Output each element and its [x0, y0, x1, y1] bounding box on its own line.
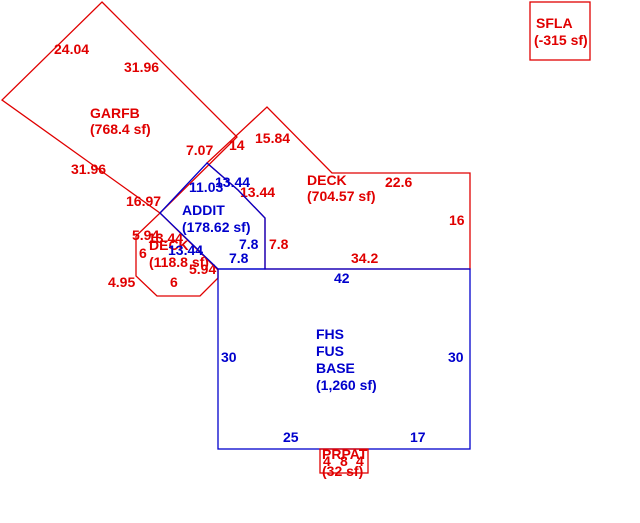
fhs-title-line3: BASE: [316, 360, 355, 376]
deck-main-dim: 16: [449, 212, 465, 228]
addit-dim: 11.03: [189, 179, 223, 195]
garfb-dim: 24.04: [54, 41, 89, 57]
prpat-dim: 4: [323, 453, 331, 469]
prpat-dim: 4: [356, 453, 364, 469]
deck-main-dim: 13.44: [240, 184, 275, 200]
fhs-dim: 30: [221, 349, 237, 365]
sfla-area: (-315 sf): [534, 32, 588, 48]
fhs-area: (1,260 sf): [316, 377, 377, 393]
sfla-outline: [529, 1, 591, 61]
deck-main-title: DECK: [307, 172, 347, 188]
fhs-dim: 25: [283, 429, 299, 445]
addit-title: ADDIT: [182, 202, 225, 218]
deck-main-dim: 34.2: [351, 250, 378, 266]
addit-dim: 13.44: [215, 174, 250, 190]
fhs-title-line1: FHS: [316, 326, 344, 342]
garfb-dim: 14: [229, 137, 245, 153]
deck-small-dim: 5.94: [189, 261, 216, 277]
deck-main-dim: 15.84: [255, 130, 290, 146]
deck-small-area: (118.8 sf): [149, 254, 209, 270]
deck-small-title: DECK: [149, 237, 189, 253]
deck-main-area: (704.57 sf): [307, 188, 375, 204]
addit-area: (178.62 sf): [182, 219, 250, 235]
addit-dim: 7.8: [229, 250, 249, 266]
garfb-title: GARFB: [90, 105, 140, 121]
prpat-dim: 8: [340, 453, 348, 469]
garfb-area: (768.4 sf): [90, 121, 151, 137]
deck-small-dim: 5.94: [132, 227, 159, 243]
addit-dim: 7.8: [239, 236, 259, 252]
garfb-dim: 31.96: [71, 161, 106, 177]
fhs-dim: 17: [410, 429, 426, 445]
garfb-dim: 31.96: [124, 59, 159, 75]
deck-main-dim: 22.6: [385, 174, 412, 190]
deck-small-dim: 13.44: [148, 230, 183, 246]
fhs-title-line2: FUS: [316, 343, 344, 359]
fhs-dim: 42: [334, 270, 350, 286]
deck-small-dim: 6: [170, 274, 178, 290]
prpat-outline: [319, 448, 369, 474]
addit-dim: 13.44: [168, 242, 203, 258]
deck-main-dim: 7.8: [269, 236, 289, 252]
garfb-dim: 7.07: [186, 142, 213, 158]
prpat-area: (32 sf): [322, 463, 363, 479]
fhs-outline: [217, 268, 471, 450]
deck-small-dim: 6: [139, 245, 147, 261]
prpat-title: PRPAT: [322, 446, 368, 462]
deck-small-dim: 4.95: [108, 274, 135, 290]
sfla-title: SFLA: [536, 15, 573, 31]
fhs-dim: 30: [448, 349, 464, 365]
garfb-dim: 16.97: [126, 193, 161, 209]
